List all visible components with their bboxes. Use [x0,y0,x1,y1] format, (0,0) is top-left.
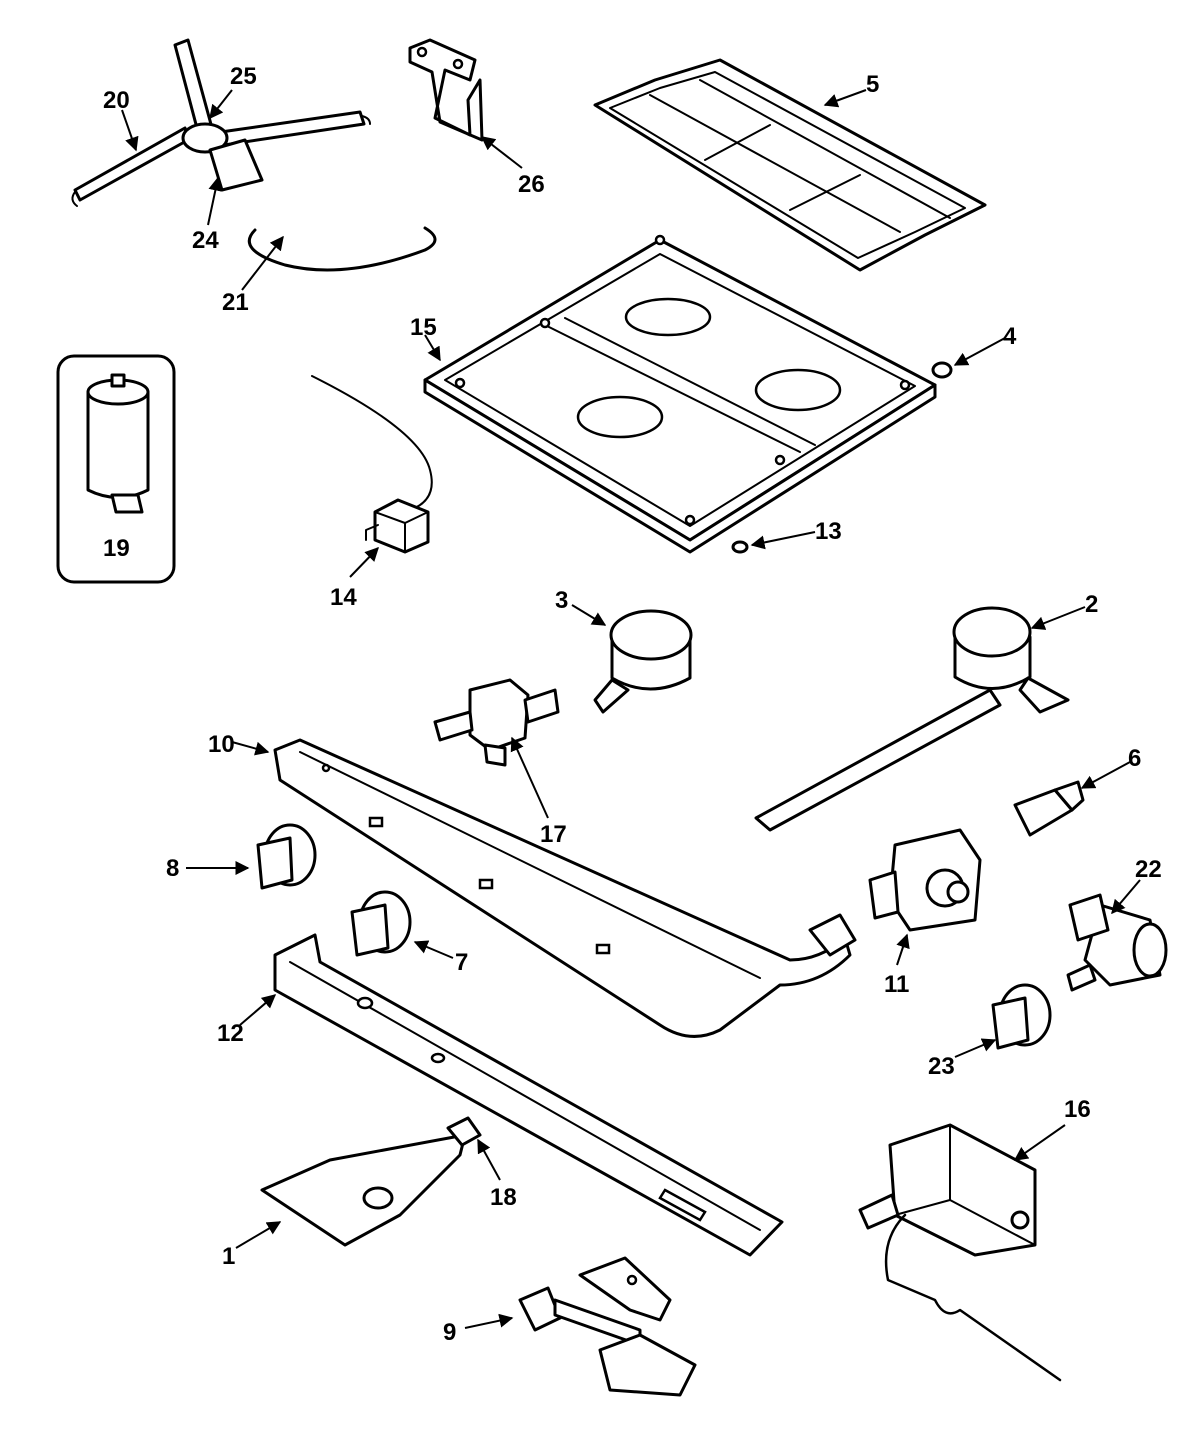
burner-right-part [754,606,1070,832]
knob-right-part [991,983,1052,1050]
callout-22: 22 [1135,856,1162,883]
callout-25: 25 [230,63,257,90]
bracket-part [408,38,484,142]
thermostat-valve-part [858,1123,1062,1382]
callout-11: 11 [884,971,909,998]
callout-12: 12 [217,1020,244,1047]
callout-26: 26 [518,171,545,198]
inset-box [56,354,176,584]
pilot-burner-part [518,1256,697,1397]
callout-24: 24 [192,227,219,254]
switch-part [311,375,433,554]
callout-8: 8 [166,855,179,882]
top-grate-part [593,58,987,272]
callout-18: 18 [490,1184,517,1211]
callout-2: 2 [1085,591,1098,618]
callout-14: 14 [330,584,357,611]
fitting-part [1013,780,1085,837]
screw-part [731,540,749,554]
callout-1: 1 [222,1243,235,1270]
leader-lines [121,89,1141,1329]
callout-13: 13 [815,518,842,545]
grate-spider-part [71,38,371,207]
regulator-part [868,828,982,932]
cooktop-panel-part [423,234,937,554]
callout-21: 21 [222,289,249,316]
callout-9: 9 [443,1319,456,1346]
callout-5: 5 [866,71,879,98]
callout-3: 3 [555,587,568,614]
burner-left-part [593,609,693,714]
callout-16: 16 [1064,1096,1091,1123]
nut-part [931,361,953,379]
wire-spring-part [247,226,437,272]
long-bracket-part [273,933,784,1257]
callout-23: 23 [928,1053,955,1080]
knob-left-part [256,823,317,890]
callout-7: 7 [455,949,468,976]
manifold-pipe-part [273,738,857,1038]
callout-6: 6 [1128,745,1141,772]
callout-19: 19 [103,535,130,562]
knob-center-part [350,890,412,957]
orifice-fitting-part [433,678,560,767]
callout-4: 4 [1003,323,1017,350]
callout-10: 10 [208,731,235,758]
callout-20: 20 [103,87,130,114]
callout-labels: 1 2 3 4 5 6 7 8 9 10 11 12 13 14 15 16 1… [103,63,1162,1346]
orifice-part [446,1116,482,1147]
pilot-shield-part [260,1133,467,1247]
callout-17: 17 [540,821,567,848]
solenoid-valve-part [1066,893,1168,992]
callout-15: 15 [410,314,437,341]
